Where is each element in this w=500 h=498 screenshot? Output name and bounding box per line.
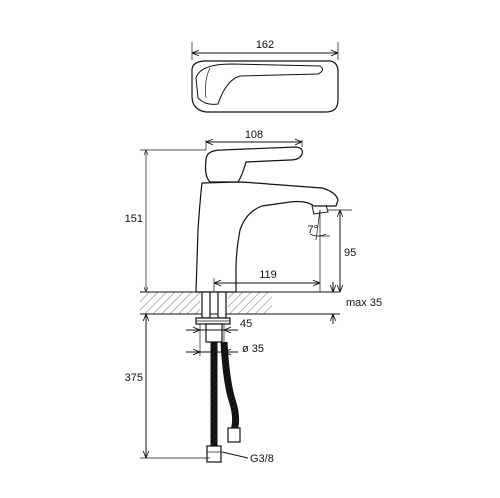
top-view-body: [191, 60, 339, 113]
fixing-nut: [205, 323, 223, 343]
deck-right-hatch: [228, 292, 272, 314]
shank-right: [217, 291, 227, 319]
hoses: G3/8 375: [125, 314, 274, 465]
angle-line: [315, 209, 321, 241]
top-view-lever: [195, 63, 324, 105]
top-view-detail-line: [205, 67, 211, 99]
dim-shank-offset: 45: [240, 318, 252, 330]
shank-left: [201, 291, 211, 319]
deck-section: max 35 45 ø 35: [140, 282, 382, 356]
dim-height-above-deck: 151: [125, 213, 143, 225]
dim-lever-width: 108: [245, 129, 263, 141]
dim-top-width: 162: [256, 39, 274, 51]
dim-hose-length: 375: [125, 372, 143, 384]
dim-spout-reach: 119: [259, 269, 277, 281]
hose-left-nut: [206, 445, 222, 463]
hose-right-braid: [221, 341, 239, 431]
leader-line: [221, 451, 249, 459]
lever: [204, 146, 303, 183]
dim-hole-diameter: ø 35: [242, 343, 264, 355]
dim-thread: G3/8: [250, 453, 274, 465]
top-view: 162: [191, 39, 339, 113]
dim-spout-height: 95: [344, 247, 356, 259]
aerator: [311, 204, 329, 215]
hose-right-nut: [227, 427, 241, 443]
dim-angle: 7°: [307, 224, 318, 236]
deck-left-hatch: [140, 292, 200, 314]
side-view: 151 108 119 95 7°: [125, 129, 356, 293]
dim-deck-thickness: max 35: [346, 297, 382, 309]
